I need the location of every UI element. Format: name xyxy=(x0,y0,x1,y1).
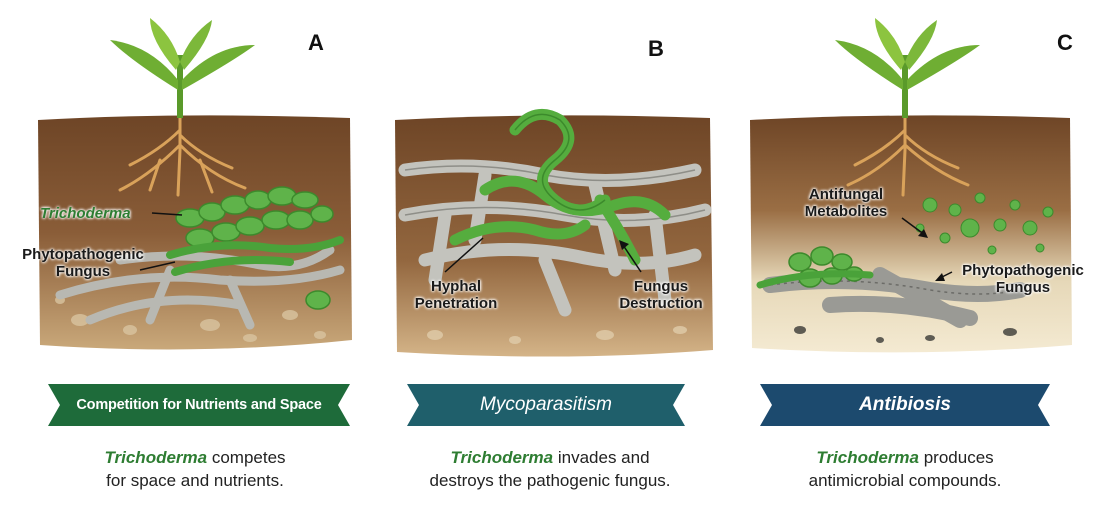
competition-banner: Competition for Nutrients and Space xyxy=(48,384,350,426)
desc-line1: competes xyxy=(207,448,285,467)
plant-leaves xyxy=(835,18,980,118)
panel-letter: C xyxy=(1057,30,1073,56)
panel-antibiosis: C Antifungal Metabolites Phytopathogenic… xyxy=(730,0,1094,518)
hyphal-penetration-label: Hyphal Penetration xyxy=(411,278,501,312)
competition-description: Trichoderma competes for space and nutri… xyxy=(40,446,350,492)
desc-emphasis: Trichoderma xyxy=(816,448,919,467)
desc-line2: for space and nutrients. xyxy=(40,469,350,492)
panel-letter: A xyxy=(308,30,324,56)
panel-letter: B xyxy=(648,36,664,62)
banner-title: Competition for Nutrients and Space xyxy=(76,397,321,413)
antibiosis-illustration xyxy=(730,0,1094,370)
panel-mycoparasitism: B Hyphal Penetration Fungus Destruction … xyxy=(365,0,729,518)
mycoparasitism-banner: Mycoparasitism xyxy=(407,384,685,426)
plant-leaves xyxy=(110,18,255,118)
antibiosis-description: Trichoderma produces antimicrobial compo… xyxy=(750,446,1060,492)
panel-competition: A Trichoderma Phytopathogenic Fungus Com… xyxy=(0,0,364,518)
banner-title: Antibiosis xyxy=(859,394,951,416)
desc-line2: antimicrobial compounds. xyxy=(750,469,1060,492)
antibiosis-banner: Antibiosis xyxy=(760,384,1050,426)
mycoparasitism-description: Trichoderma invades and destroys the pat… xyxy=(395,446,705,492)
mycoparasitism-illustration xyxy=(365,0,729,370)
fungus-destruction-label: Fungus Destruction xyxy=(611,278,711,312)
trichoderma-label: Trichoderma xyxy=(40,205,131,222)
antifungal-metabolites-label: Antifungal Metabolites xyxy=(786,186,906,220)
pathogen-label: Phytopathogenic Fungus xyxy=(958,262,1088,296)
pathogen-label: Phytopathogenic Fungus xyxy=(18,246,148,280)
desc-line1: invades and xyxy=(553,448,649,467)
desc-emphasis: Trichoderma xyxy=(104,448,207,467)
banner-title: Mycoparasitism xyxy=(480,394,612,416)
desc-line2: destroys the pathogenic fungus. xyxy=(395,469,705,492)
desc-emphasis: Trichoderma xyxy=(450,448,553,467)
desc-line1: produces xyxy=(919,448,994,467)
